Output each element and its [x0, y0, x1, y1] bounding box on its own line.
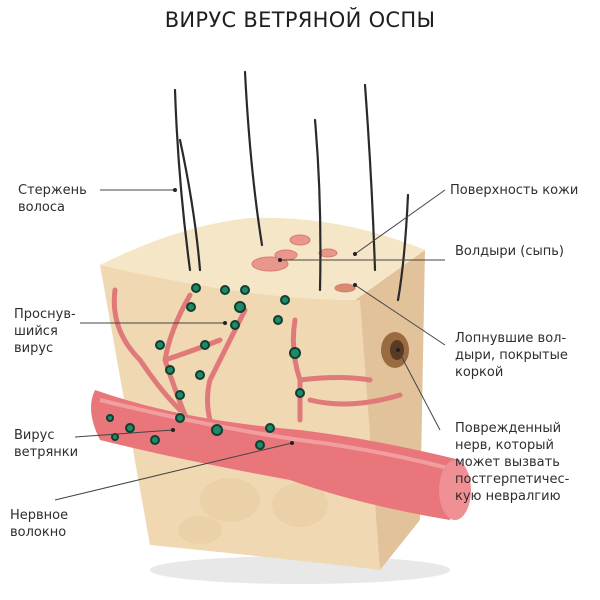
- label-line: волоса: [18, 200, 65, 215]
- label-chickenpox-virus: Вирус ветрянки: [14, 427, 78, 461]
- label-line: может вызвать: [455, 455, 560, 470]
- label-line: Проснув-: [14, 307, 76, 322]
- label-line: Поврежденный: [455, 421, 562, 436]
- label-line: Лопнувшие вол-: [455, 331, 567, 346]
- label-line: Стержень: [18, 183, 87, 198]
- label-line: Поверхность кожи: [450, 183, 579, 198]
- label-hair-shaft: Стержень волоса: [18, 182, 87, 216]
- label-line: Нервное: [10, 508, 69, 523]
- label-line: коркой: [455, 365, 504, 380]
- label-crusted-blisters: Лопнувшие вол- дыри, покрытые коркой: [455, 330, 568, 381]
- label-blisters: Волдыри (сыпь): [455, 243, 564, 260]
- label-line: ветрянки: [14, 445, 79, 460]
- label-line: вирус: [14, 341, 54, 356]
- label-line: Вирус: [14, 428, 55, 443]
- label-line: Волдыри (сыпь): [455, 244, 564, 259]
- label-line: дыри, покрытые: [455, 348, 568, 363]
- label-awakened-virus: Проснув- шийся вирус: [14, 306, 76, 357]
- label-skin-surface: Поверхность кожи: [450, 182, 578, 199]
- label-line: волокно: [10, 525, 67, 540]
- label-nerve-fiber: Нервное волокно: [10, 507, 68, 541]
- diagram-title: ВИРУС ВЕТРЯНОЙ ОСПЫ: [164, 8, 436, 32]
- label-line: кую невралгию: [455, 489, 561, 504]
- label-damaged-nerve: Поврежденный нерв, который может вызвать…: [455, 420, 569, 505]
- label-line: постгерпетичес-: [455, 472, 570, 487]
- label-line: нерв, который: [455, 438, 554, 453]
- label-line: шийся: [14, 324, 58, 339]
